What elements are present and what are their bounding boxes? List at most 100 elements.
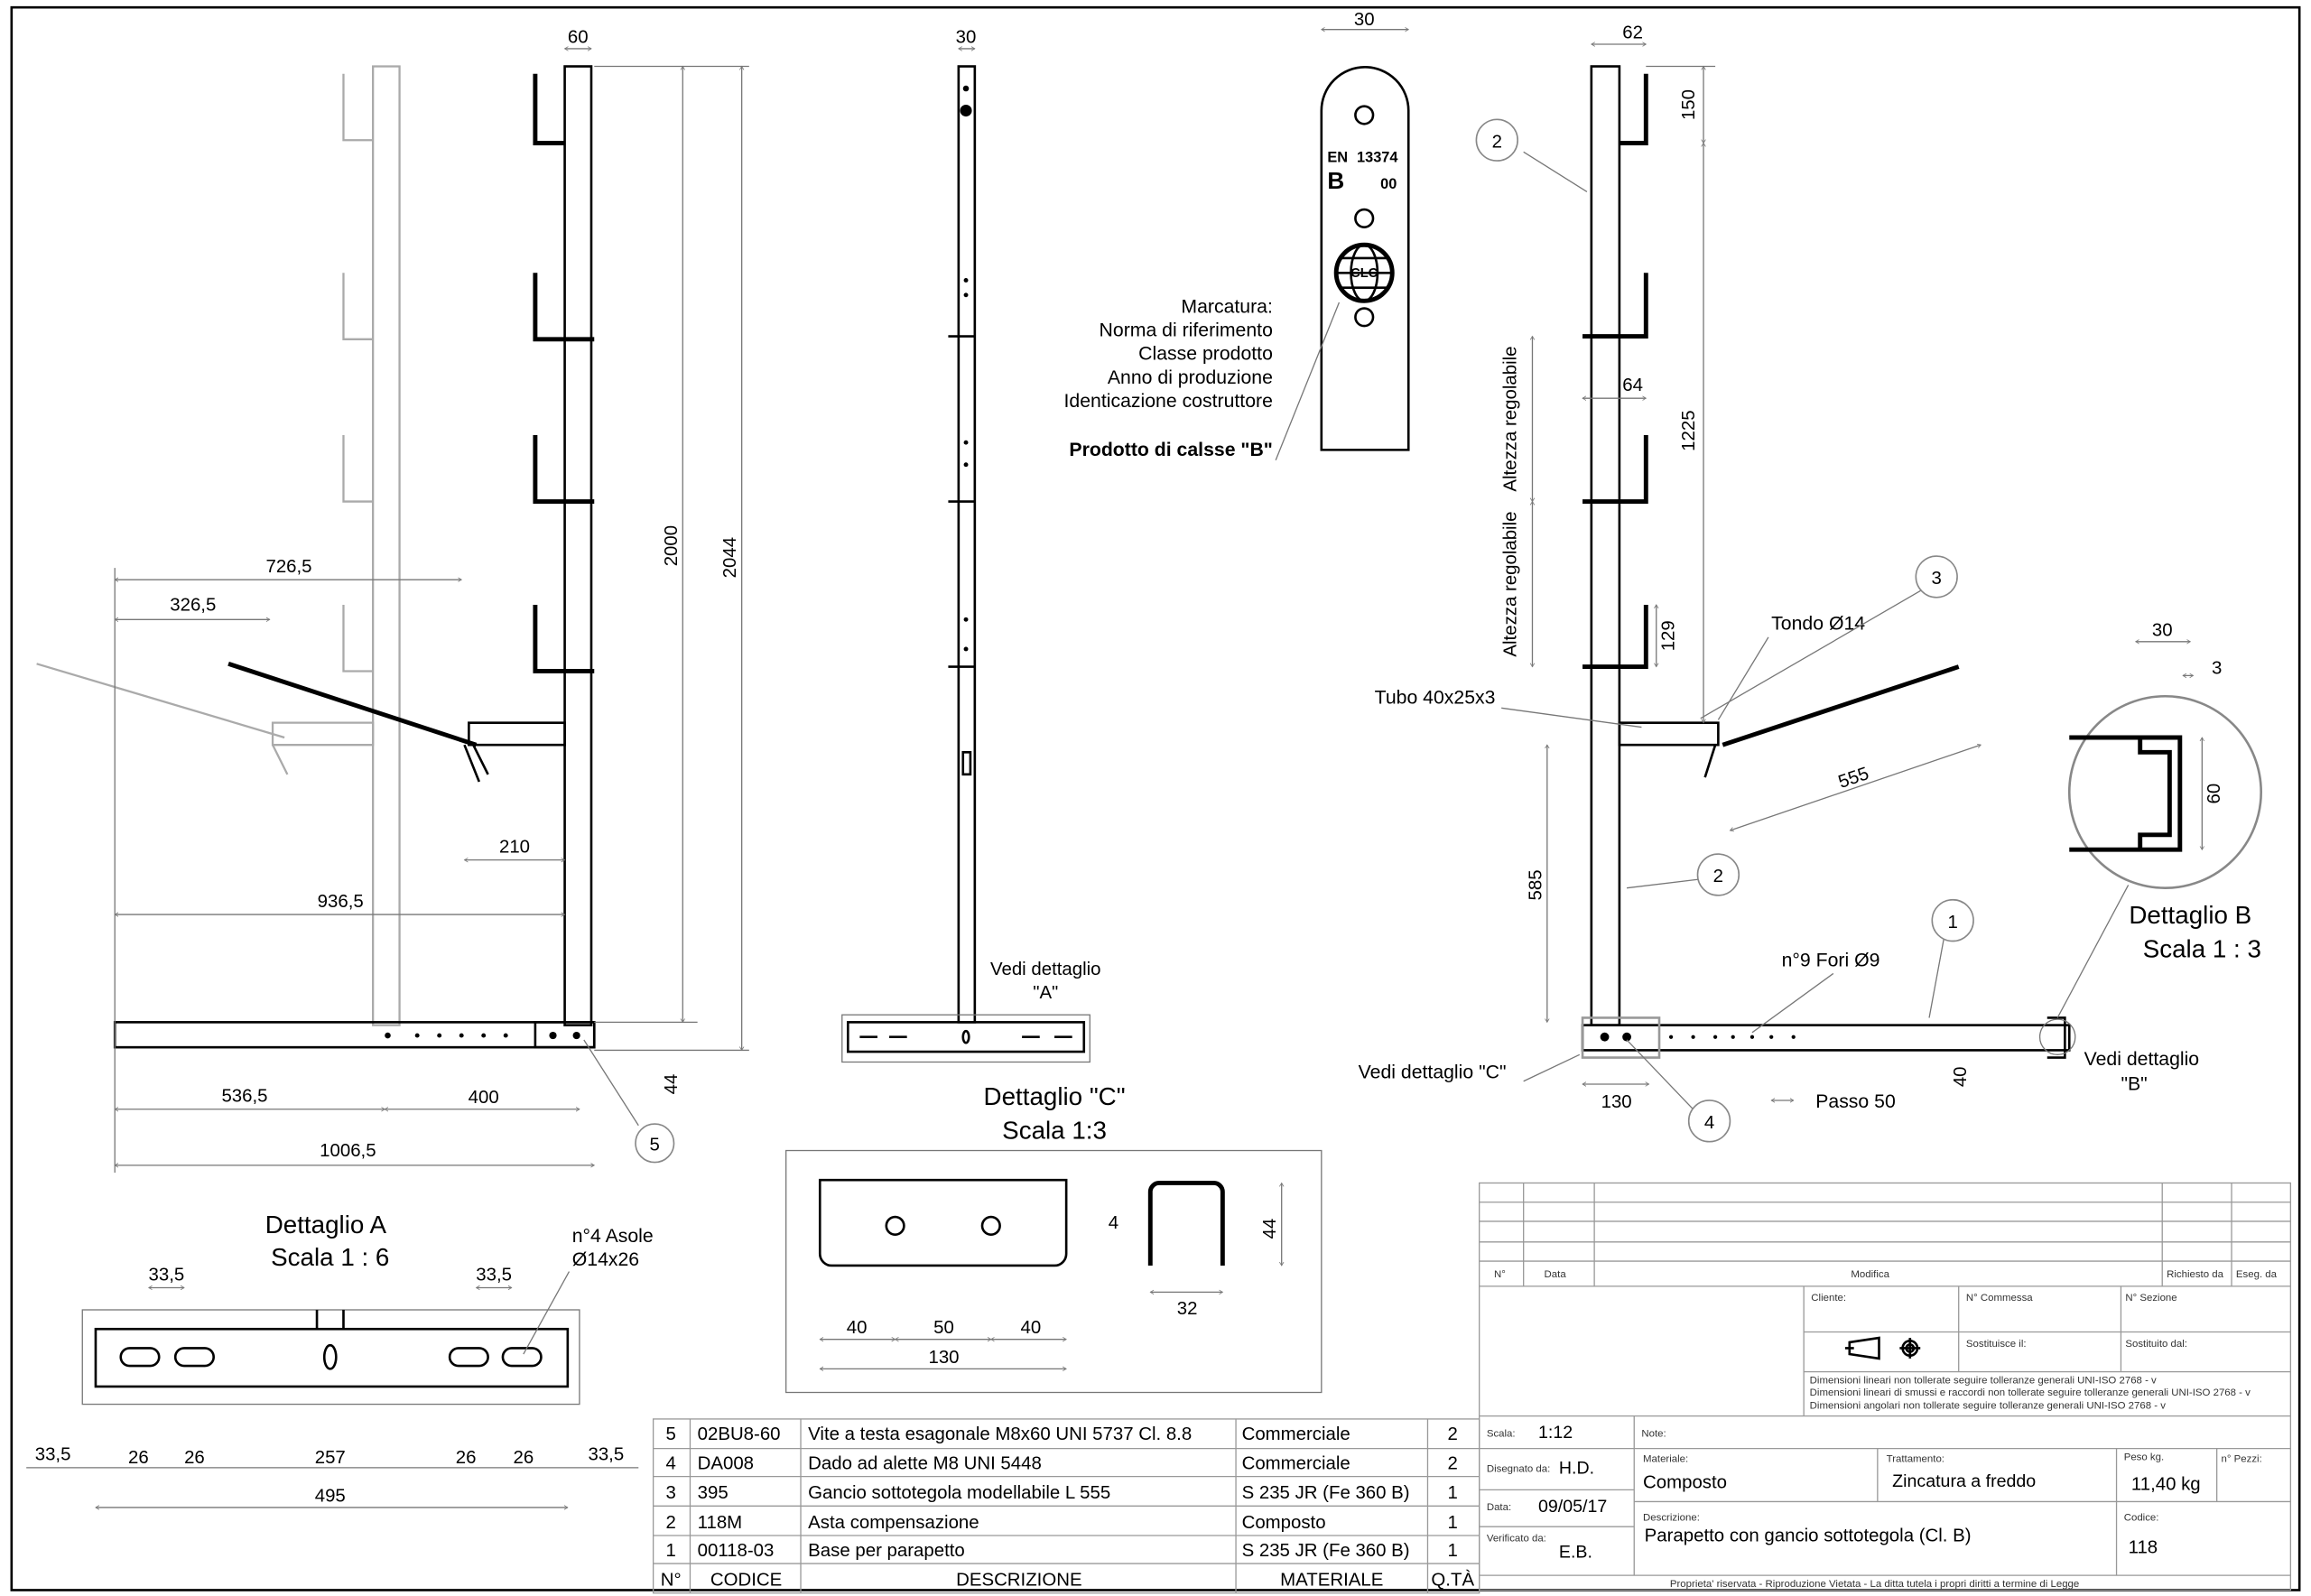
label-title_block-note_label: Note: — [1641, 1429, 1666, 1440]
label-title_block-codice_label: Codice: — [2124, 1513, 2159, 1524]
ghost-position — [36, 73, 375, 775]
label-right-dims-2: 1225 — [1679, 410, 1699, 450]
label-title_block-cliente: Cliente: — [1811, 1293, 1846, 1304]
label-title_block-tolerances-2: Dimensioni angolari non tollerate seguir… — [1810, 1400, 2167, 1411]
dim-1006-5: 1006,5 — [320, 1141, 376, 1161]
label-title_block-sostituito: Sostituito dal: — [2125, 1339, 2187, 1350]
label-detail_c-dims-3: 130 — [928, 1348, 959, 1368]
label-right-labels-alt2: Altezza regolabile — [1501, 512, 1521, 657]
label-parts-rows-4-3: S 235 JR (Fe 360 B) — [1242, 1541, 1410, 1561]
dim-400: 400 — [469, 1088, 499, 1108]
label-marking-labels-2: Classe prodotto — [1138, 343, 1273, 365]
label-title_block-descrizione_label: Descrizione: — [1643, 1513, 1700, 1524]
label-parts-rows-3-4: 1 — [1448, 1513, 1458, 1533]
label-title_block-materiale: Composto — [1643, 1473, 1727, 1493]
dim-30: 30 — [956, 27, 977, 47]
label-right-dims-4: 129 — [1658, 620, 1678, 651]
label-detail_c-title: Dettaglio "C" — [984, 1082, 1126, 1110]
label-right-dims-10: 30 — [2152, 620, 2173, 640]
label-detail_a-dims_bottom-0: 33,5 — [35, 1445, 71, 1465]
projection-symbol-icon — [1844, 1336, 1921, 1360]
label-right-dims-8: 40 — [1951, 1066, 1971, 1087]
pole-hooks — [533, 73, 595, 673]
balloon-5 — [635, 1123, 675, 1164]
label-parts-rows-1-1: DA008 — [698, 1453, 754, 1473]
label-detail_c-scale: Scala 1:3 — [1002, 1116, 1107, 1144]
label-parts-rows-1-3: Commerciale — [1242, 1453, 1350, 1473]
label-parts-headers-1: CODICE — [710, 1571, 782, 1591]
label-marking-labels-3: Anno di produzione — [1108, 367, 1273, 388]
label-right-balloons-2: 2 — [1713, 867, 1723, 886]
label-parts-rows-4-0: 1 — [666, 1541, 676, 1561]
label-parts-rows-0-4: 2 — [1448, 1424, 1458, 1444]
label-right-labels-det_b-1: "B" — [2121, 1073, 2147, 1095]
globe-logo-icon: CLC — [1333, 242, 1395, 303]
label-right-dims-1: 150 — [1679, 89, 1699, 120]
label-detail_a-scale: Scala 1 : 6 — [271, 1243, 389, 1271]
dim-726-5: 726,5 — [265, 557, 311, 577]
detail-a-ref: Vedi dettaglio — [990, 960, 1101, 979]
roof-hook-bar — [227, 661, 478, 747]
label-right-dims-5: 585 — [1526, 869, 1545, 900]
label-parts-rows-4-2: Base per parapetto — [808, 1541, 965, 1561]
label-right-labels-fori: n°9 Fori Ø9 — [1782, 949, 1880, 970]
label-parts-rows-3-0: 2 — [666, 1513, 676, 1533]
right-side-view: 62 150 1225 64 129 585 555 130 40 Altezz… — [1359, 23, 2262, 1143]
label-right-dims-6: 555 — [1836, 764, 1871, 793]
dim-936-5: 936,5 — [318, 892, 364, 912]
label-detail_a-dims_bottom-5: 26 — [513, 1448, 534, 1468]
base-beam — [113, 1021, 596, 1049]
detail-a: Dettaglio A Scala 1 : 6 33,5 33,5 n°4 As… — [26, 1211, 654, 1508]
label-right-detail_b-title: Dettaglio B — [2129, 901, 2251, 929]
label-title_block-rev_headers-3: Richiesto da — [2167, 1269, 2224, 1280]
label-detail_a-dims_top-1: 33,5 — [476, 1265, 512, 1285]
label-parts-rows-4-4: 1 — [1448, 1541, 1458, 1561]
label-right-balloons-4: 4 — [1704, 1113, 1714, 1133]
label-detail_a-dims_bottom-3: 257 — [315, 1448, 346, 1468]
label-marking-labels-0: Marcatura: — [1181, 295, 1273, 317]
label-detail_a-dims_bottom-1: 26 — [128, 1448, 149, 1468]
label-title_block-materiale_label: Materiale: — [1643, 1453, 1688, 1464]
label-marking-plate_text-2: B — [1327, 167, 1344, 194]
dim-536-5: 536,5 — [221, 1087, 267, 1107]
label-title_block-trattamento: Zincatura a freddo — [1892, 1471, 2036, 1491]
label-right-dims-9: 3 — [2212, 659, 2222, 679]
label-side-detail_ref-1: "A" — [1033, 983, 1058, 1003]
main-pole — [563, 65, 593, 1026]
label-detail_c-dims-5: 32 — [1177, 1299, 1198, 1319]
label-title_block-pezzi_label: n° Pezzi: — [2222, 1453, 2262, 1464]
front-elevation-view: 60 2000 2044 726,5 326,5 210 936,5 536,5… — [36, 27, 749, 1174]
label-detail_a-title: Dettaglio A — [265, 1211, 387, 1239]
label-marking-plate_text-3: 00 — [1380, 176, 1397, 192]
detail-b: 30 3 60 Dettaglio B Scala 1 : 3 — [2067, 620, 2262, 962]
label-right-dims-3: 64 — [1622, 376, 1643, 395]
label-title_block-peso: 11,40 kg — [2131, 1474, 2201, 1494]
label-title_block-data: 09/05/17 — [1538, 1497, 1607, 1517]
label-parts-rows-0-1: 02BU8-60 — [698, 1424, 781, 1444]
label-marking-logo_text: CLC — [1350, 266, 1378, 281]
label-marking-dim: 30 — [1354, 10, 1375, 30]
dim-44: 44 — [662, 1074, 682, 1095]
label-parts-rows-2-3: S 235 JR (Fe 360 B) — [1242, 1483, 1410, 1503]
drawing-frame — [10, 5, 2301, 1591]
dim-2044: 2044 — [720, 537, 740, 578]
side-view: 30 Vedi dettaglio "A" — [841, 27, 1101, 1063]
label-marking-plate_text-0: EN — [1327, 150, 1348, 166]
label-right-dims-0: 62 — [1622, 23, 1643, 42]
label-detail_a-dims_top-0: 33,5 — [149, 1265, 185, 1285]
label-right-dims-7: 130 — [1601, 1092, 1632, 1112]
label-parts-rows-1-0: 4 — [666, 1453, 676, 1473]
label-title_block-disegnato_label: Disegnato da: — [1487, 1464, 1550, 1475]
label-title_block-descrizione: Parapetto con gancio sottotegola (Cl. B) — [1645, 1526, 1972, 1546]
dim-210: 210 — [499, 837, 530, 857]
label-right-dims-11: 60 — [2204, 784, 2224, 804]
label-detail_c-dims-0: 40 — [847, 1318, 868, 1338]
label-parts-rows-0-0: 5 — [666, 1424, 676, 1444]
label-detail_a-dims_bottom-2: 26 — [184, 1448, 205, 1468]
label-title_block-rev_headers-4: Eseg. da — [2236, 1269, 2278, 1280]
label-parts-rows-1-2: Dado ad alette M8 UNI 5448 — [808, 1453, 1042, 1473]
dim-60: 60 — [568, 27, 589, 47]
label-title_block-sezione: N° Sezione — [2125, 1293, 2176, 1304]
